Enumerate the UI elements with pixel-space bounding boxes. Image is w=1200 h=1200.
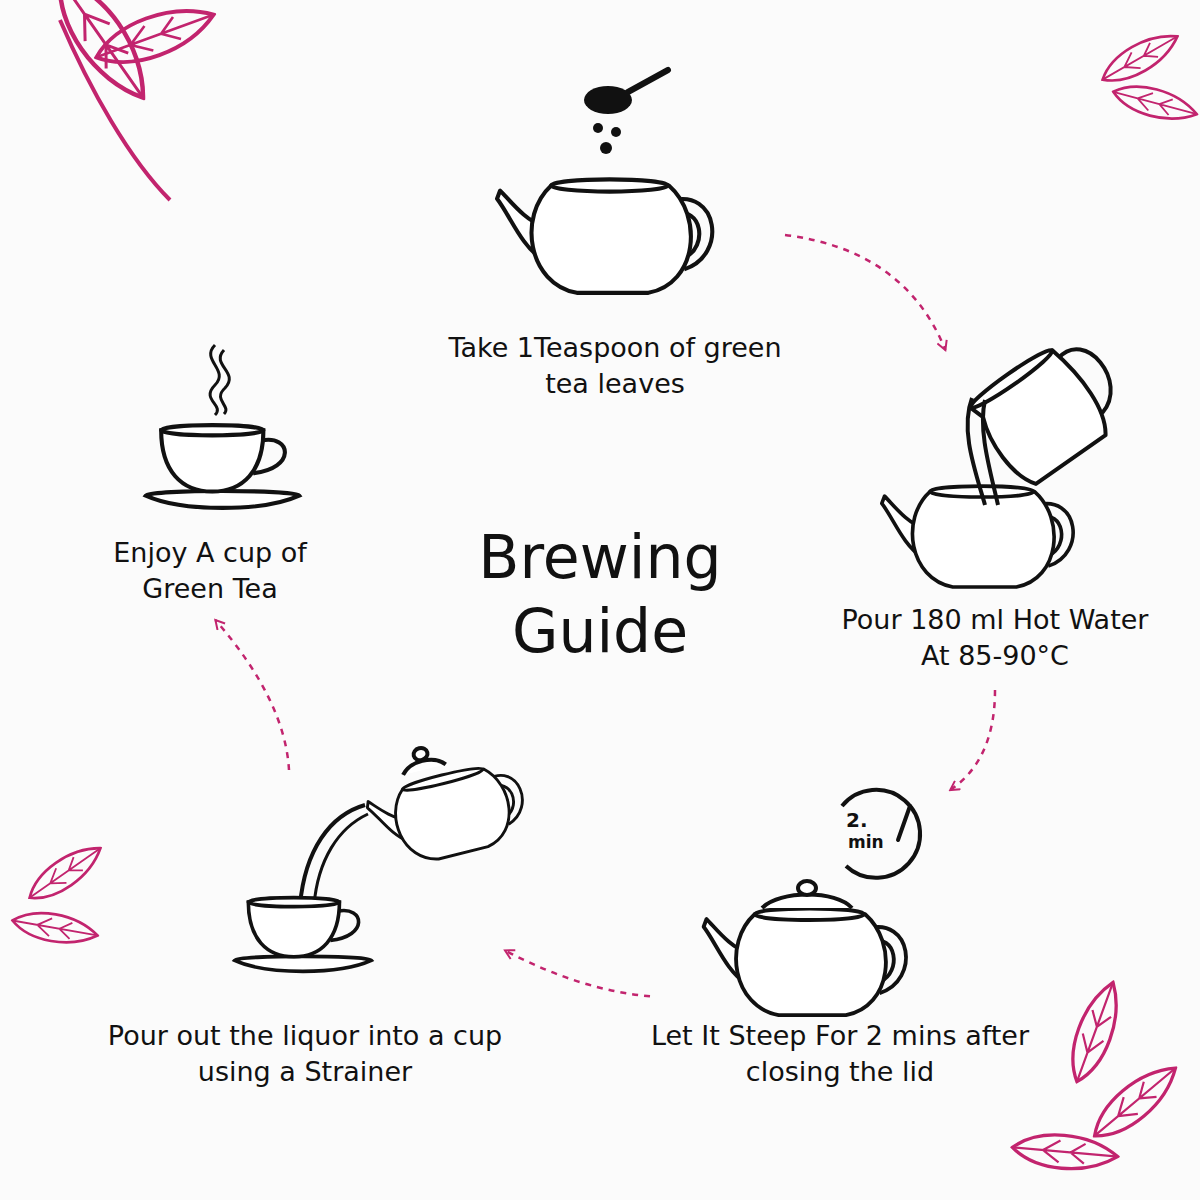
spoon-bowl [584,86,632,114]
leaf [1096,25,1184,92]
timer-label: min [848,834,884,851]
tea-leaf-dot [600,142,612,154]
step-node: Enjoy A cup of Green Tea [75,330,345,620]
teapot-icon [704,908,906,1015]
leaf-stem [60,20,170,200]
steam [220,350,229,414]
leaf [90,0,221,76]
step-caption: Pour out the liquor into a cup using a S… [105,1018,505,1090]
diagram-title: Brewing Guide [430,520,770,668]
step-node: Pour out the liquor into a cup using a S… [105,770,505,1098]
tea-leaf-dot [593,123,603,133]
tea-stream [314,814,368,905]
leaf [1011,1131,1119,1173]
teapot-icon [497,179,712,293]
step-steep [704,790,920,1015]
timer-label: 2. [846,810,868,830]
step-pour-water [882,327,1137,587]
step-strain [235,727,532,971]
dashed-arrow [505,950,650,996]
leaf [1061,977,1128,1088]
corner-leaves [10,0,1200,1173]
step-caption: Pour 180 ml Hot Water At 85-90°C [840,602,1150,674]
teacup-icon [146,425,299,508]
steam [210,345,219,415]
dashed-arrow [950,690,995,790]
leaf [1110,79,1200,127]
step-caption: Let It Steep For 2 mins after closing th… [650,1018,1030,1090]
step-node: Take 1Teaspoon of green tea leaves [445,60,785,410]
leaf [10,907,100,949]
spoon-handle [628,70,668,92]
water-stream [983,400,998,505]
leaf [22,837,108,909]
step-node: Let It Steep For 2 mins after closing th… [650,790,1030,1098]
dashed-arrow [215,620,289,770]
step-caption: Enjoy A cup of Green Tea [75,535,345,607]
leaf [1084,1055,1186,1148]
timer-dial [842,790,920,878]
step-enjoy [146,345,299,508]
teapot-icon [882,486,1073,587]
step-node: Pour 180 ml Hot Water At 85-90°C [840,350,1150,690]
teacup-icon [235,898,372,972]
step-caption: Take 1Teaspoon of green tea leaves [445,330,785,402]
timer-hand [898,806,910,840]
tea-leaf-dot [611,127,621,137]
dashed-arrow [785,235,945,350]
step-spoon-teapot [497,70,712,293]
teapot-pouring [356,727,532,873]
lid-knob [798,881,816,895]
